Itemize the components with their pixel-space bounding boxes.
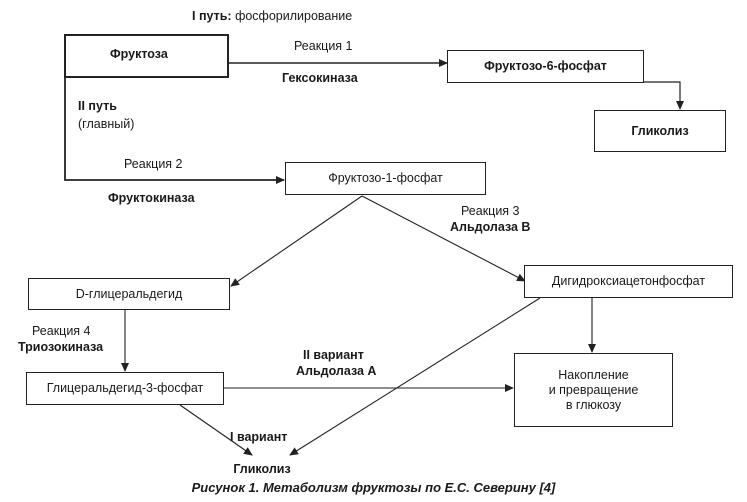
label-reaction-2: Реакция 2 — [124, 157, 183, 171]
node-d-glyceraldehyde: D-глицеральдегид — [28, 278, 230, 310]
arrow-f1p-to-dglyceraldehyde — [230, 195, 363, 287]
figure-caption: Рисунок 1. Метаболизм фруктозы по Е.С. С… — [191, 480, 556, 495]
node-accumulation: Накопление и превращение в глюкозу — [514, 353, 673, 427]
label-hexokinase: Гексокиназа — [282, 71, 358, 85]
path1-text: фосфорилирование — [235, 9, 353, 23]
label-fructokinase: Фруктокиназа — [108, 191, 195, 205]
node-fructose-6-phosphate: Фруктозо-6-фосфат — [447, 50, 644, 83]
node-glycolysis-bottom: Гликолиз — [233, 462, 291, 476]
arrow-fructose-to-f1p — [64, 77, 285, 184]
arrow-f1p-to-dhap — [361, 195, 526, 282]
label-path-2-main: (главный) — [78, 117, 135, 131]
path1-heading: I путь: фосфорилирование — [192, 9, 352, 24]
arrow-f6p-to-glycolysis — [644, 81, 684, 110]
label-aldolase-a: Альдолаза А — [296, 364, 377, 378]
node-fructose: Фруктоза — [64, 34, 229, 78]
node-glycolysis-top: Гликолиз — [594, 110, 726, 152]
label-reaction-3: Реакция 3 — [461, 204, 520, 218]
label-variant-2: II вариант — [303, 348, 364, 362]
label-triokinase: Триозокиназа — [18, 340, 104, 354]
label-reaction-1: Реакция 1 — [294, 39, 353, 53]
path1-prefix: I путь: — [192, 9, 232, 23]
node-dhap: Дигидроксиацетонфосфат — [524, 265, 733, 298]
node-glyceraldehyde-3-phosphate: Глицеральдегид-3-фосфат — [26, 372, 224, 405]
label-variant-1: I вариант — [230, 430, 288, 444]
label-path-2: II путь — [78, 99, 117, 113]
label-reaction-4: Реакция 4 — [32, 324, 91, 338]
arrow-g3p-to-glycolysis — [179, 404, 253, 456]
arrow-dhap-to-glycolysis — [289, 297, 541, 456]
label-aldolase-b: Альдолаза B — [450, 220, 531, 234]
node-fructose-1-phosphate: Фруктозо-1-фосфат — [285, 162, 486, 195]
